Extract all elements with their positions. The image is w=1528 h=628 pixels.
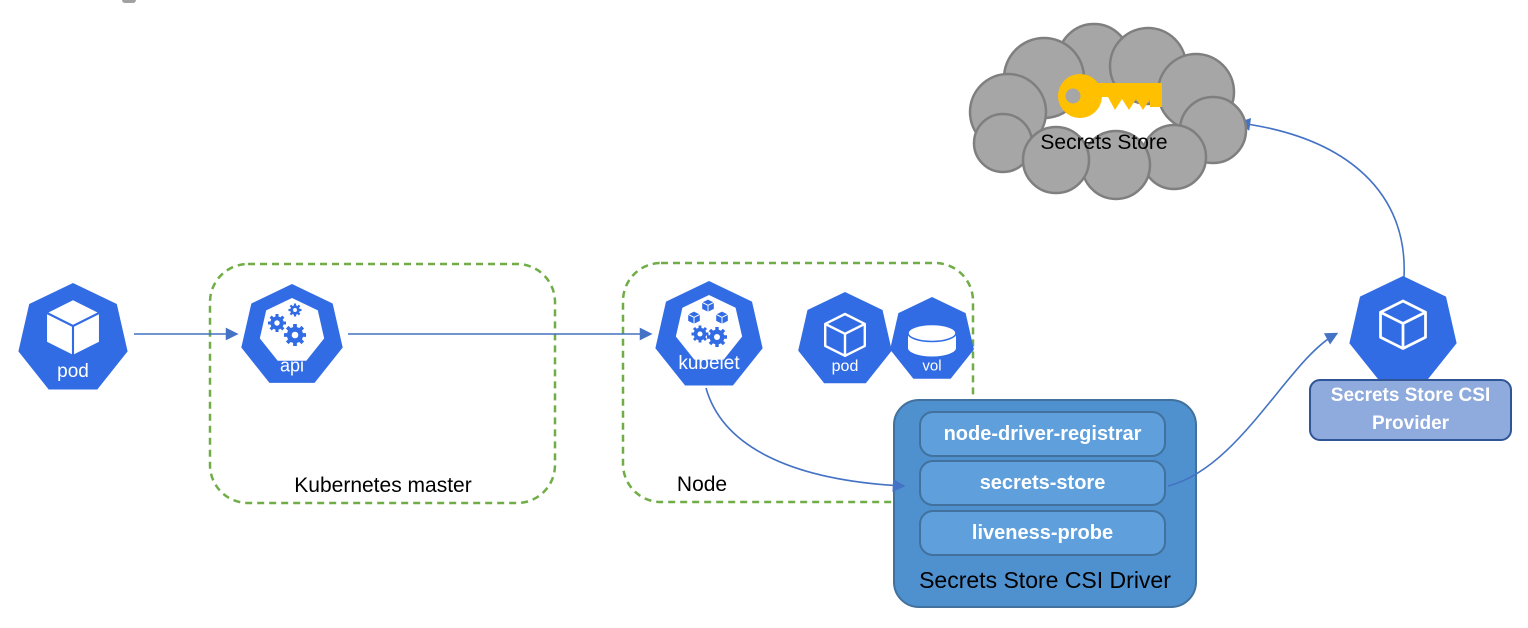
kubelet-label: kubelet xyxy=(678,353,740,374)
container-label: node-driver-registrar xyxy=(943,422,1142,445)
container-secrets-store: secrets-store xyxy=(919,460,1166,506)
node-label: Node xyxy=(676,473,728,496)
cube-icon xyxy=(44,297,102,358)
secrets-cloud xyxy=(968,22,1248,201)
pod-label: pod xyxy=(57,361,89,382)
vol-label: vol xyxy=(922,357,942,375)
api-hexagon xyxy=(241,284,343,383)
provider-label-line2: Provider xyxy=(1371,413,1450,434)
kubernetes-master-region xyxy=(208,262,557,505)
cube-icon xyxy=(823,312,867,358)
kubelet-hexagon xyxy=(655,281,763,386)
cloud-label: Secrets Store xyxy=(1040,131,1168,154)
key-icon xyxy=(1058,74,1162,118)
container-label: liveness-probe xyxy=(971,521,1114,544)
node-region xyxy=(621,261,975,504)
cube-icon xyxy=(1379,299,1427,350)
node-pod-hexagon xyxy=(798,292,892,384)
container-node-driver-registrar: node-driver-registrar xyxy=(919,411,1166,457)
pod-hexagon xyxy=(18,283,128,390)
cylinder-icon xyxy=(907,323,957,357)
edge-artifact xyxy=(122,0,136,3)
csi-driver-box: node-driver-registrar secrets-store live… xyxy=(893,399,1197,608)
container-liveness-probe: liveness-probe xyxy=(919,510,1166,556)
api-label: api xyxy=(279,355,305,376)
container-label: secrets-store xyxy=(979,471,1106,494)
provider-hexagon xyxy=(1349,276,1457,381)
provider-label-line1: Secrets Store CSI xyxy=(1330,385,1491,407)
node-pod-label: pod xyxy=(831,358,859,375)
csi-driver-label: Secrets Store CSI Driver xyxy=(919,567,1171,593)
vol-hexagon xyxy=(890,297,974,379)
arrow-provider-to-cloud xyxy=(1237,118,1405,278)
kubernetes-master-label: Kubernetes master xyxy=(294,474,472,497)
provider-label-box: Secrets Store CSI Provider xyxy=(1309,379,1512,441)
